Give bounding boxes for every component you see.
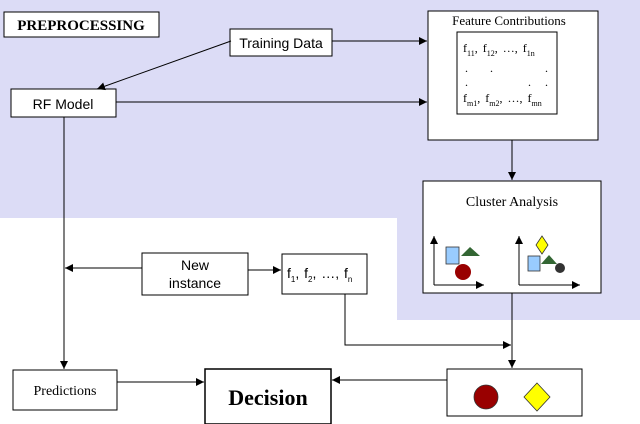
cluster-plot-left-icon: [430, 236, 484, 289]
matrix-dots-5: .: [528, 75, 531, 89]
matrix-dots-2: .: [490, 61, 493, 75]
matrix-row-1: f11, f12, …, f1n: [463, 41, 535, 58]
cluster-analysis-box: [422, 180, 602, 294]
yellow-diamond-icon: [535, 235, 549, 255]
preprocessing-label: PREPROCESSING: [17, 18, 145, 34]
red-circle-icon: [473, 384, 499, 410]
feature-vector-box: [281, 253, 368, 295]
matrix-dots-3: .: [545, 61, 548, 75]
matrix-row-m: fm1, fm2, …, fmn: [463, 91, 542, 108]
rf-model-box: [10, 88, 117, 118]
cluster-plot-right-icon: [515, 235, 580, 289]
dark-circle-icon: [555, 263, 565, 273]
decision-label: Decision: [228, 385, 307, 410]
matrix-dots-4: .: [465, 75, 468, 89]
predictions-box: [12, 369, 118, 411]
arrow-featurevector-to-result: [344, 294, 511, 349]
cluster-result-box: [446, 368, 583, 417]
green-triangle-icon: [541, 255, 557, 264]
training-data-box: [229, 28, 333, 57]
new-instance-label-2: instance: [169, 275, 221, 291]
predictions-label: Predictions: [34, 384, 97, 399]
new-instance-box: [141, 252, 249, 296]
matrix-dots-1: .: [465, 61, 468, 75]
green-triangle-icon: [461, 247, 480, 256]
matrix-dots-6: .: [545, 75, 548, 89]
rf-model-label: RF Model: [33, 96, 94, 112]
blue-square-icon: [445, 246, 460, 265]
arrow-training-to-rf: [96, 40, 232, 91]
red-circle-icon: [455, 264, 471, 280]
decision-box: [204, 368, 332, 424]
feature-contributions-title: Feature Contributions: [452, 13, 566, 28]
blue-square-icon: [527, 255, 541, 272]
new-instance-label-1: New: [181, 257, 210, 273]
cluster-analysis-title: Cluster Analysis: [466, 195, 558, 210]
training-data-label: Training Data: [239, 35, 323, 51]
preprocessing-label-box: [3, 11, 160, 38]
feature-vector-label: f1, f2, …, fn: [287, 265, 352, 284]
contribution-matrix-box: [456, 31, 558, 115]
yellow-diamond-icon: [523, 382, 551, 412]
